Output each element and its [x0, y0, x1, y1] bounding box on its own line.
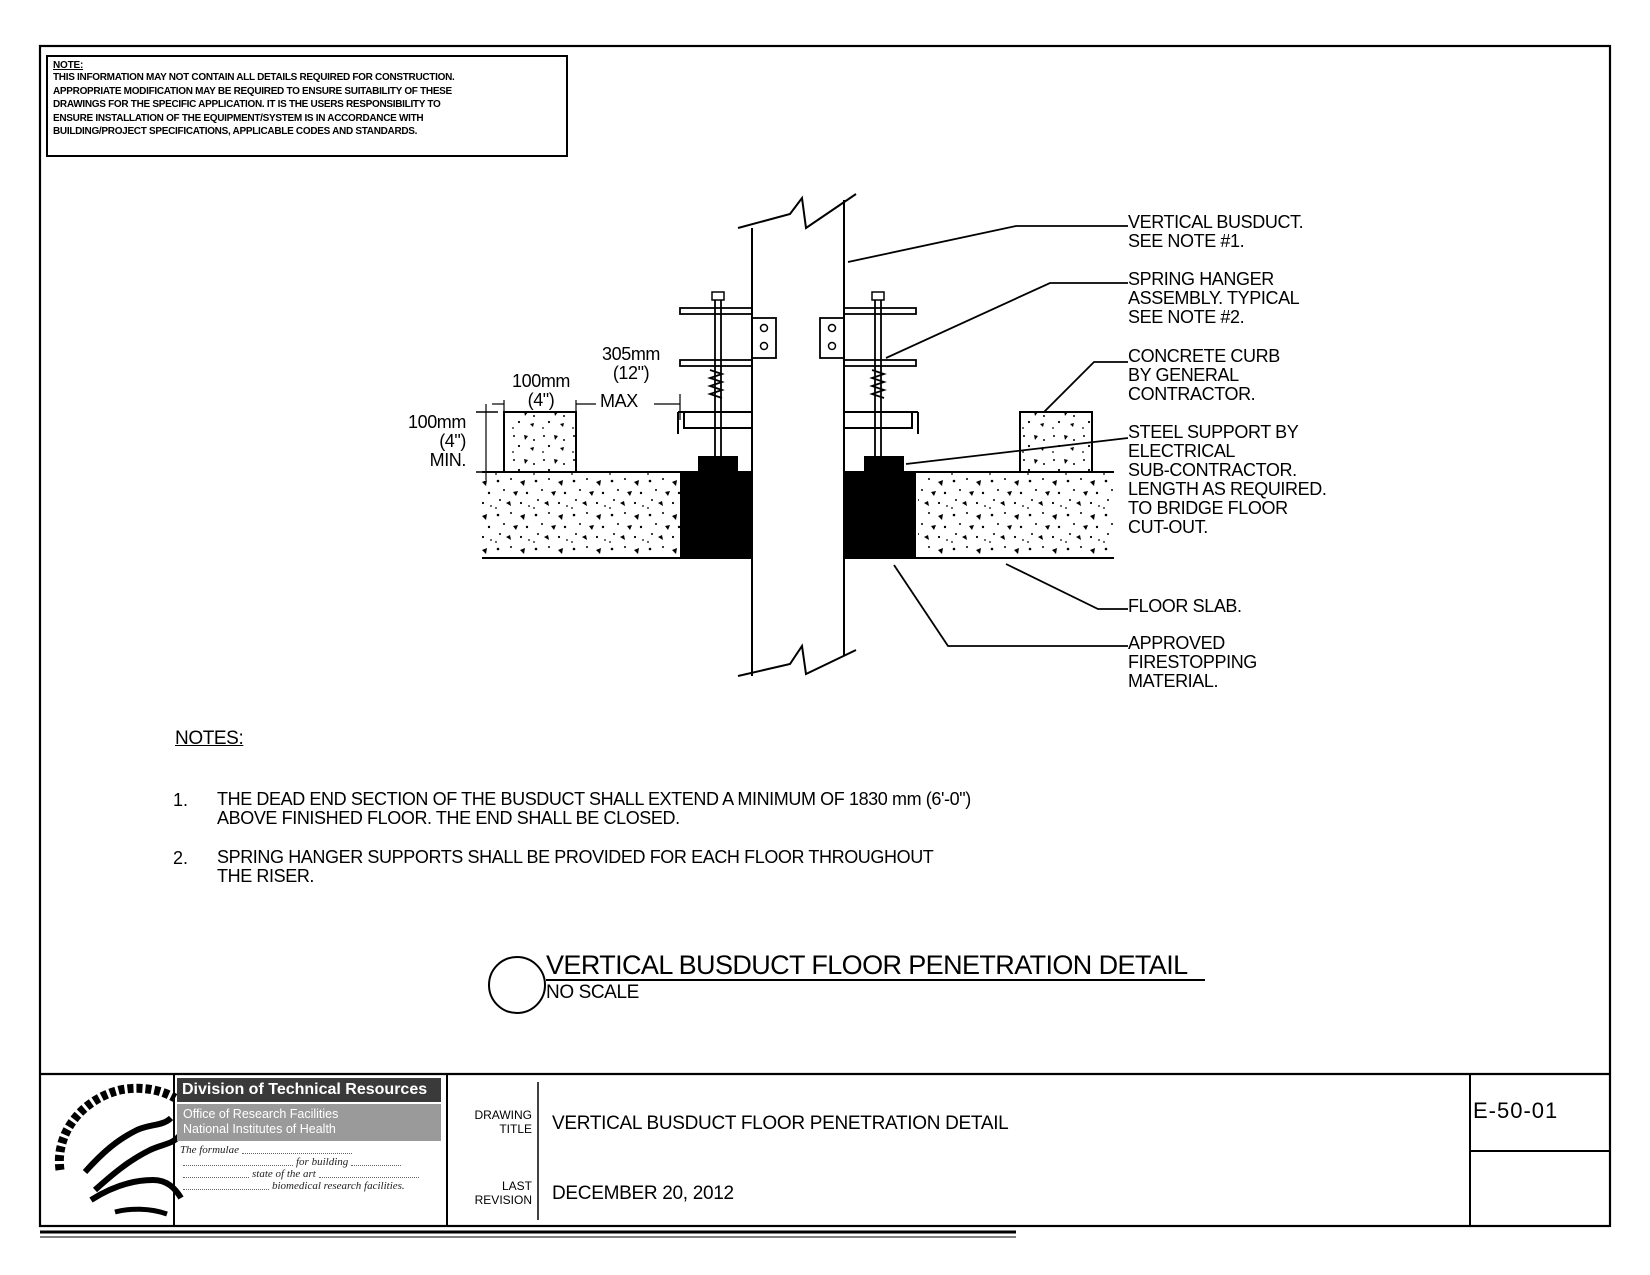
leader-firestop	[893, 564, 1128, 647]
leader-curb	[1043, 361, 1128, 413]
disclaimer-line: BUILDING/PROJECT SPECIFICATIONS, APPLICA…	[53, 126, 418, 137]
callout-curb: CONCRETE CURB BY GENERAL CONTRACTOR.	[1128, 347, 1280, 404]
institute-name: National Institutes of Health	[183, 1122, 336, 1136]
disclaimer-line: DRAWINGS FOR THE SPECIFIC APPLICATION. I…	[53, 99, 441, 110]
last-revision-value: DECEMBER 20, 2012	[552, 1183, 734, 1204]
curb-left	[503, 411, 577, 473]
floor-slab-right	[918, 472, 1114, 558]
detail-bubble	[488, 956, 546, 1014]
leader-slab	[1005, 563, 1128, 610]
formula-panel: The formulae for building state of the a…	[180, 1144, 440, 1192]
leader-busduct	[847, 225, 1128, 263]
callout-line: MATERIAL.	[1128, 671, 1219, 691]
leader-spring	[885, 282, 1128, 359]
callout-firestopping: APPROVED FIRESTOPPING MATERIAL.	[1128, 634, 1257, 691]
label-line: TITLE	[499, 1122, 532, 1136]
callout-line: LENGTH AS REQUIRED.	[1128, 479, 1327, 499]
dim-line: 305mm	[602, 344, 661, 364]
dim-line: 100mm	[407, 412, 466, 432]
spring-hanger-left	[679, 291, 777, 456]
label-line: DRAWING	[474, 1108, 532, 1122]
callout-line: FIRESTOPPING	[1128, 652, 1257, 672]
formula-word: The formulae	[180, 1144, 239, 1156]
note-line: THE RISER.	[217, 866, 315, 886]
disclaimer-line: ENSURE INSTALLATION OF THE EQUIPMENT/SYS…	[53, 112, 424, 124]
note-number: 2.	[173, 848, 189, 868]
note-item-2: SPRING HANGER SUPPORTS SHALL BE PROVIDED…	[217, 847, 934, 886]
note-line: SPRING HANGER SUPPORTS SHALL BE PROVIDED…	[217, 847, 934, 867]
label-line: REVISION	[474, 1193, 532, 1207]
callout-floor-slab: FLOOR SLAB.	[1128, 597, 1242, 616]
office-banner: Office of Research Facilities National I…	[177, 1104, 441, 1141]
note-line: THE DEAD END SECTION OF THE BUSDUCT SHAL…	[217, 789, 971, 809]
callout-line: SEE NOTE #2.	[1128, 307, 1245, 327]
floor-slab-left	[482, 472, 680, 558]
disclaimer-line: APPROPRIATE MODIFICATION MAY BE REQUIRED…	[53, 85, 452, 97]
callout-line: STEEL SUPPORT BY	[1128, 422, 1299, 442]
last-revision-label: LAST REVISION	[452, 1179, 532, 1207]
callout-line: ELECTRICAL	[1128, 441, 1236, 461]
break-line-top	[737, 193, 857, 230]
leader-steel	[905, 437, 1129, 465]
dim-line: (4")	[439, 431, 466, 451]
formula-word: biomedical research facilities.	[272, 1180, 405, 1192]
label-line: LAST	[501, 1179, 532, 1193]
callout-line: SUB-CONTRACTOR.	[1128, 460, 1297, 480]
callout-line: FLOOR SLAB.	[1128, 596, 1242, 616]
dim-line: (12")	[612, 363, 650, 383]
formula-word: for building	[296, 1156, 349, 1168]
division-banner: Division of Technical Resources	[177, 1078, 441, 1102]
dim-line: MIN.	[429, 450, 467, 470]
office-name: Office of Research Facilities	[183, 1107, 339, 1121]
sheet-number: E-50-01	[1473, 1098, 1559, 1123]
firestop-left	[680, 472, 752, 558]
callout-line: SEE NOTE #1.	[1128, 231, 1245, 251]
dimension-curb-width: 100mm (4")	[508, 372, 574, 410]
dimension-max-gap: 305mm (12")	[602, 345, 660, 383]
hhs-seal	[54, 1083, 184, 1217]
disclaimer-line: THIS INFORMATION MAY NOT CONTAIN ALL DET…	[53, 72, 455, 83]
curb-right	[1019, 411, 1093, 473]
drawing-title-label: DRAWING TITLE	[452, 1108, 532, 1136]
note-item-1: THE DEAD END SECTION OF THE BUSDUCT SHAL…	[217, 790, 971, 828]
spring-hanger-right	[819, 291, 917, 456]
dim-line: (4")	[527, 390, 555, 410]
dimension-curb-height: 100mm (4") MIN.	[402, 413, 466, 470]
disclaimer-box: NOTE: THIS INFORMATION MAY NOT CONTAIN A…	[46, 55, 568, 157]
notes-title: NOTES:	[175, 728, 244, 749]
dim-line: 100mm	[511, 371, 571, 391]
detail-title: VERTICAL BUSDUCT FLOOR PENETRATION DETAI…	[546, 950, 1188, 980]
dimension-max-label: MAX	[600, 391, 638, 411]
note-line: ABOVE FINISHED FLOOR. THE END SHALL BE C…	[217, 808, 680, 828]
callout-line: CUT-OUT.	[1128, 517, 1208, 537]
callout-busduct: VERTICAL BUSDUCT. SEE NOTE #1.	[1128, 212, 1304, 251]
callout-line: APPROVED	[1128, 633, 1225, 653]
callout-line: TO BRIDGE FLOOR	[1128, 498, 1288, 518]
callout-line: CONTRACTOR.	[1128, 384, 1256, 404]
disclaimer-heading: NOTE:	[53, 60, 84, 71]
callout-spring-hanger: SPRING HANGER ASSEMBLY. TYPICAL SEE NOTE…	[1128, 269, 1300, 327]
firestop-right	[844, 472, 916, 558]
callout-line: BY GENERAL	[1128, 365, 1239, 385]
callout-line: VERTICAL BUSDUCT.	[1128, 212, 1304, 232]
callout-line: SPRING HANGER	[1128, 269, 1274, 289]
formula-word: state of the art	[252, 1168, 316, 1180]
callout-line: CONCRETE CURB	[1128, 346, 1280, 366]
callout-line: ASSEMBLY. TYPICAL	[1128, 288, 1300, 308]
drawing-title-value: VERTICAL BUSDUCT FLOOR PENETRATION DETAI…	[552, 1113, 1009, 1134]
detail-scale: NO SCALE	[546, 982, 639, 1003]
break-line-bottom	[737, 643, 857, 677]
sheet-border	[38, 44, 1612, 1228]
note-number: 1.	[173, 790, 189, 810]
callout-steel-support: STEEL SUPPORT BY ELECTRICAL SUB-CONTRACT…	[1128, 422, 1327, 537]
